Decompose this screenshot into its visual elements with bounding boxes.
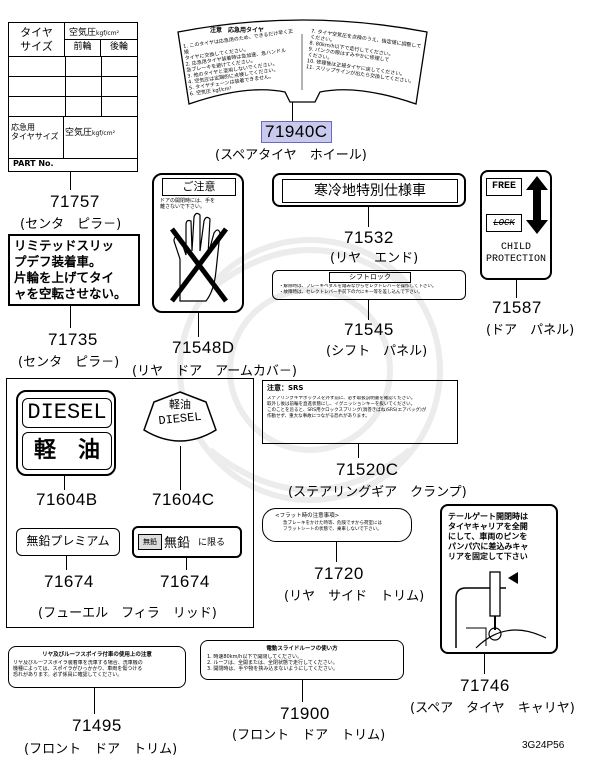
label-71746: テールゲート開閉時はタイヤキャリアを全開にして、車両のピンをパンパ穴に差込みキャ… bbox=[440, 504, 558, 654]
part-number-71495[interactable]: 71495 bbox=[72, 716, 122, 735]
part-number-71545[interactable]: 71545 bbox=[344, 320, 394, 339]
watermark-logo bbox=[177, 237, 443, 503]
leader-line bbox=[292, 102, 293, 122]
label-71720-title: <フラット時の注意事項> bbox=[275, 513, 340, 519]
double-arrow-icon bbox=[526, 176, 548, 234]
table-header-pressure: 空気圧kgf/cm² bbox=[65, 23, 137, 40]
label-71900: 電動スライドルーフの使い方 1. 時速80km/h以下で開閉してください。2. … bbox=[200, 640, 404, 680]
label-71545-text: ・解除時は、ブレーキペダルを踏みながらセレクトレバーを操作して下さい。・故障時は… bbox=[279, 284, 437, 295]
label-71604c-shape bbox=[143, 391, 217, 442]
label-71520c-title: 注意：SRS bbox=[267, 384, 304, 392]
carrier-pin-illustration bbox=[455, 571, 547, 649]
label-71532-text: 寒冷地特別仕様車 bbox=[282, 179, 458, 203]
part-number-71587[interactable]: 71587 bbox=[492, 298, 542, 317]
label-71545-title: シフトロック bbox=[329, 272, 411, 283]
label-71900-text: 1. 時速80km/h以下で開閉してください。2. ルーフは、全開または、全閉状… bbox=[207, 654, 338, 672]
part-number-71604c[interactable]: 71604C bbox=[152, 490, 215, 509]
table-header-front: 前輪 bbox=[65, 40, 101, 57]
caption-71735: (センタ ピラ－) bbox=[18, 355, 120, 370]
caption-71940c: (スペアタイヤ ホイール) bbox=[215, 148, 367, 163]
fuel-label-group-frame bbox=[6, 378, 254, 628]
part-number-71757[interactable]: 71757 bbox=[50, 192, 100, 211]
part-number-71900[interactable]: 71900 bbox=[280, 704, 330, 723]
label-71495-text: リヤ及びルーフスポイラ装着車を洗車する場合、洗車機の機種によっては、スポイラがひ… bbox=[13, 660, 143, 678]
part-no-label: PART No. bbox=[13, 159, 54, 168]
label-71900-title: 電動スライドルーフの使い方 bbox=[266, 646, 338, 652]
caption-71757: (センタ ピラ－) bbox=[20, 217, 122, 232]
keiyu-text: 軽 油 bbox=[22, 432, 112, 470]
figure-code: 3G24P56 bbox=[522, 740, 565, 751]
part-number-71674-a[interactable]: 71674 bbox=[44, 572, 94, 591]
caption-71495: (フロント ドア トリム) bbox=[24, 742, 178, 757]
unleaded-suffix: に限る bbox=[198, 538, 226, 548]
label-71604c: 軽油 DIESEL bbox=[142, 390, 218, 446]
label-71495: リヤ及びルーフスポイラ付車の使用上の注意 リヤ及びルーフスポイラ装着車を洗車する… bbox=[8, 646, 186, 688]
label-71720: <フラット時の注意事項> 急ブレーキをかけた時等、危険ですから荷室にはフラットシ… bbox=[262, 508, 412, 542]
caption-71520c: (ステアリングギア クランプ) bbox=[288, 485, 467, 500]
part-number-71674-b[interactable]: 71674 bbox=[160, 572, 210, 591]
part-number-71746[interactable]: 71746 bbox=[460, 676, 510, 695]
caption-71532: (リヤ エンド) bbox=[330, 251, 419, 266]
table-row bbox=[9, 97, 137, 117]
caption-71548d: (リヤ ドア アームカバ－) bbox=[132, 364, 297, 379]
caption-71545: (シフト パネル) bbox=[326, 344, 428, 359]
label-71757: タイヤサイズ 空気圧kgf/cm² 前輪 後輪 応急用タイヤサイズ 空気圧kgf… bbox=[8, 22, 138, 172]
caption-71746: (スペア タイヤ キャリヤ) bbox=[410, 701, 575, 716]
lock-indicator: LOCK bbox=[486, 214, 522, 232]
unleaded-text: 無鉛 bbox=[164, 536, 191, 551]
free-indicator: FREE bbox=[486, 178, 522, 196]
table-row bbox=[9, 77, 137, 97]
label-71520c-text: ステアリングギヤボックスを外す前に、必ず取扱説明書を確認ください。取外し後は前輪… bbox=[267, 396, 427, 419]
part-number-71548d[interactable]: 71548D bbox=[172, 338, 235, 357]
label-71604b: DIESEL 軽 油 bbox=[16, 390, 116, 476]
part-number-71940c[interactable]: 71940C bbox=[261, 121, 332, 143]
label-71940c-title: 注意 応急用タイヤ bbox=[210, 27, 264, 34]
label-71548d-title: ご注意 bbox=[162, 178, 236, 196]
label-71720-text: 急ブレーキをかけた時等、危険ですから荷室にはフラットシートの状態で、乗車しないで… bbox=[283, 521, 382, 532]
label-71674-premium: 無鉛プレミアム bbox=[16, 528, 120, 556]
label-71495-title: リヤ及びルーフスポイラ付車の使用上の注意 bbox=[42, 652, 152, 658]
caption-71587: (ドア パネル) bbox=[486, 323, 575, 338]
table-row bbox=[9, 57, 137, 77]
hand-crossed-icon bbox=[170, 212, 228, 303]
part-number-71532[interactable]: 71532 bbox=[344, 228, 394, 247]
label-71548d: ご注意 ドアの開閉時には、手を離さないで下さい。 bbox=[152, 173, 244, 313]
table-row-spare: 応急用タイヤサイズ 空気圧kgf/cm² bbox=[9, 117, 137, 159]
part-number-71604b[interactable]: 71604B bbox=[36, 490, 98, 509]
caption-71720: (リヤ サイド トリム) bbox=[284, 589, 425, 604]
label-71545: シフトロック ・解除時は、ブレーキペダルを踏みながらセレクトレバーを操作して下さ… bbox=[272, 270, 466, 300]
part-number-71720[interactable]: 71720 bbox=[314, 564, 364, 583]
label-71548d-text: ドアの開閉時には、手を離さないで下さい。 bbox=[160, 198, 216, 210]
caption-fuel-filler: (フューエル フィラ リッド) bbox=[38, 606, 217, 621]
table-header-tire-size: タイヤサイズ bbox=[9, 23, 65, 57]
table-header-rear: 後輪 bbox=[101, 40, 137, 57]
unleaded-badge: 無鉛 bbox=[138, 534, 162, 550]
keiyu-small-text: 軽油 bbox=[169, 398, 191, 411]
label-71674-unleaded: 無鉛 無鉛 に限る bbox=[132, 526, 242, 558]
label-71940c-outline bbox=[177, 19, 428, 105]
label-71532: 寒冷地特別仕様車 bbox=[272, 173, 466, 207]
label-71746-text: テールゲート開閉時はタイヤキャリアを全開にして、車両のピンをパンパ穴に差込みキャ… bbox=[448, 512, 529, 561]
part-number-71520c[interactable]: 71520C bbox=[336, 460, 399, 479]
diesel-text: DIESEL bbox=[22, 398, 112, 428]
caption-71900: (フロント ドア トリム) bbox=[232, 728, 386, 743]
label-71735: リミテッドスリップデフ装着車。片輪を上げてタイャを空転させない。 bbox=[8, 234, 140, 306]
label-71940c: 注意 応急用タイヤ 1. このタイヤは応急用のため、できるだけ早く正規タイヤに交… bbox=[170, 12, 435, 112]
label-71520c: 注意：SRS ステアリングギヤボックスを外す前に、必ず取扱説明書を確認ください。… bbox=[262, 380, 458, 444]
part-number-71735[interactable]: 71735 bbox=[48, 330, 98, 349]
